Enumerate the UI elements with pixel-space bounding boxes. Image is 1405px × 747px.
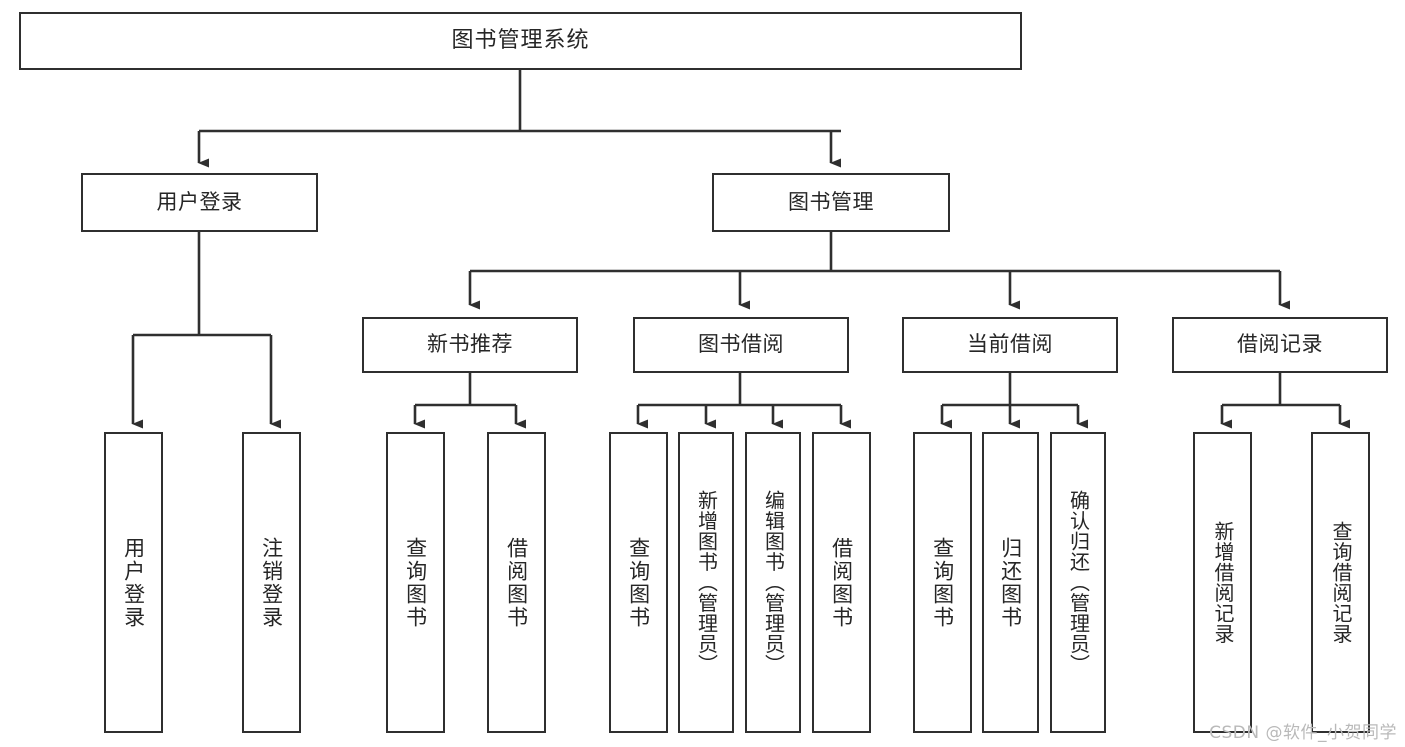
leaf-book-borrow-add[interactable]: 新增图书（管理员） (678, 432, 734, 733)
leaf-user-login-logout-label: 注销登录 (259, 536, 284, 629)
leaf-book-borrow-edit[interactable]: 编辑图书（管理员） (745, 432, 801, 733)
leaf-borrow-record-add[interactable]: 新增借阅记录 (1193, 432, 1252, 733)
leaf-user-login-logout[interactable]: 注销登录 (242, 432, 301, 733)
leaf-user-login-login[interactable]: 用户登录 (104, 432, 163, 733)
node-new-book-recommend-label: 新书推荐 (427, 332, 513, 357)
leaf-new-book-borrow[interactable]: 借阅图书 (487, 432, 546, 733)
leaf-current-borrow-confirm[interactable]: 确认归还（管理员） (1050, 432, 1106, 733)
leaf-new-book-query[interactable]: 查询图书 (386, 432, 445, 733)
node-book-borrow[interactable]: 图书借阅 (633, 317, 849, 373)
leaf-borrow-record-add-label: 新增借阅记录 (1211, 521, 1235, 644)
node-root-system[interactable]: 图书管理系统 (19, 12, 1022, 70)
leaf-book-borrow-query-label: 查询图书 (626, 536, 651, 629)
leaf-current-borrow-confirm-label: 确认归还（管理员） (1066, 490, 1091, 675)
leaf-book-borrow-edit-label: 编辑图书（管理员） (761, 490, 786, 675)
leaf-book-borrow-borrow[interactable]: 借阅图书 (812, 432, 871, 733)
leaf-borrow-record-query[interactable]: 查询借阅记录 (1311, 432, 1370, 733)
node-borrow-record-label: 借阅记录 (1237, 332, 1323, 357)
leaf-current-borrow-return-label: 归还图书 (998, 536, 1023, 629)
leaf-book-borrow-borrow-label: 借阅图书 (829, 536, 854, 629)
leaf-borrow-record-query-label: 查询借阅记录 (1329, 521, 1353, 644)
csdn-watermark: CSDN @软件_小贺同学 (1209, 723, 1397, 743)
node-borrow-record[interactable]: 借阅记录 (1172, 317, 1388, 373)
leaf-book-borrow-query[interactable]: 查询图书 (609, 432, 668, 733)
leaf-current-borrow-query[interactable]: 查询图书 (913, 432, 972, 733)
leaf-current-borrow-return[interactable]: 归还图书 (982, 432, 1039, 733)
node-book-borrow-label: 图书借阅 (698, 332, 784, 357)
node-current-borrow[interactable]: 当前借阅 (902, 317, 1118, 373)
node-user-login-label: 用户登录 (156, 189, 243, 214)
leaf-new-book-borrow-label: 借阅图书 (504, 536, 529, 629)
node-new-book-recommend[interactable]: 新书推荐 (362, 317, 578, 373)
leaf-current-borrow-query-label: 查询图书 (930, 536, 955, 629)
leaf-new-book-query-label: 查询图书 (403, 536, 428, 629)
node-user-login[interactable]: 用户登录 (81, 173, 318, 232)
leaf-user-login-login-label: 用户登录 (121, 536, 146, 629)
node-book-management-label: 图书管理 (788, 189, 874, 214)
node-root-system-label: 图书管理系统 (451, 27, 590, 53)
node-current-borrow-label: 当前借阅 (967, 332, 1053, 357)
leaf-book-borrow-add-label: 新增图书（管理员） (694, 490, 719, 675)
node-book-management[interactable]: 图书管理 (712, 173, 950, 232)
